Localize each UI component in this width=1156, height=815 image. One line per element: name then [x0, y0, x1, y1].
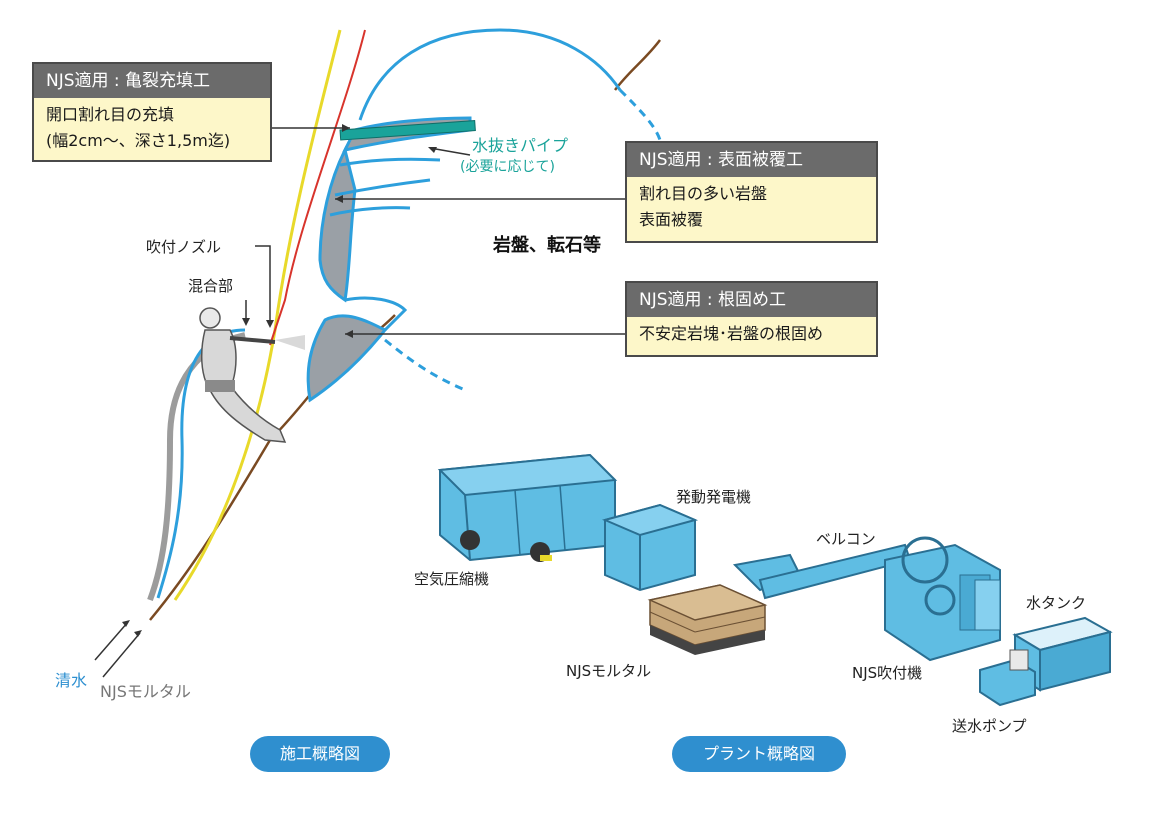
generator: [601, 503, 699, 592]
label-drain-pipe: 水抜きパイプ: [472, 136, 569, 155]
callout-crack-body: 開口割れ目の充填 (幅2cm〜、深さ1,5m迄): [34, 98, 270, 154]
label-belt-conveyor: ベルコン: [816, 530, 876, 548]
callout-root-line1: 不安定岩塊･岩盤の根固め: [639, 324, 824, 343]
spray: [275, 335, 305, 350]
crack-line-3: [329, 206, 411, 217]
callout-crack-title: NJS適用 : 亀裂充填工: [34, 64, 270, 98]
crack-line-1: [339, 157, 441, 167]
arrow-water: [94, 621, 129, 661]
crack-line-2: [334, 178, 431, 197]
callout-surface-body: 割れ目の多い岩盤 表面被覆: [627, 177, 876, 233]
callout-surface-coating: NJS適用 : 表面被覆工 割れ目の多い岩盤 表面被覆: [625, 141, 878, 243]
belt-conveyor: [732, 543, 912, 600]
rock-outline-dash-top: [618, 88, 662, 141]
rope-red: [269, 29, 366, 346]
label-sprayer: NJS吹付機: [852, 664, 923, 682]
drain-pipe: [339, 120, 476, 141]
label-water: 清水: [55, 671, 88, 690]
callout-crack-line1: 開口割れ目の充填: [46, 105, 175, 124]
label-water-pump: 送水ポンプ: [952, 717, 1027, 735]
label-nozzle: 吹付ノズル: [146, 238, 222, 256]
label-mixer: 混合部: [188, 277, 234, 295]
callout-crack-line2: (幅2cm〜、深さ1,5m迄): [46, 131, 231, 150]
leader-nozzle: [255, 245, 271, 325]
air-compressor: [437, 453, 618, 562]
worker: [199, 307, 287, 443]
label-compressor: 空気圧縮機: [414, 570, 490, 588]
label-mortar-line: NJSモルタル: [100, 682, 191, 701]
rock-lower: [344, 296, 408, 332]
callout-root-fixing: NJS適用 : 根固め工 不安定岩塊･岩盤の根固め: [625, 281, 878, 357]
label-mortar-bags: NJSモルタル: [566, 662, 652, 680]
label-generator: 発動発電機: [676, 488, 752, 506]
root-fill: [306, 314, 388, 403]
leader-drain: [429, 147, 471, 156]
water-pump: [979, 649, 1036, 707]
callout-root-body: 不安定岩塊･岩盤の根固め: [627, 317, 876, 347]
callout-surface-line1: 割れ目の多い岩盤: [639, 184, 768, 203]
callout-crack-filling: NJS適用 : 亀裂充填工 開口割れ目の充填 (幅2cm〜、深さ1,5m迄): [32, 62, 272, 162]
callout-surface-title: NJS適用 : 表面被覆工: [627, 143, 876, 177]
construction-diagram-button[interactable]: 施工概略図: [250, 736, 390, 772]
sprayer-machine: [884, 536, 1001, 662]
arrow-mortar: [102, 632, 141, 678]
plant-diagram-button[interactable]: プラント概略図: [672, 736, 846, 772]
surface-fill: [318, 145, 357, 303]
mortar-bags: [647, 584, 768, 655]
rock-dash-bottom: [384, 338, 466, 392]
slope-upper: [614, 39, 661, 91]
label-water-tank: 水タンク: [1026, 594, 1087, 612]
rock-outline: [358, 28, 622, 121]
label-rock: 岩盤、転石等: [493, 235, 601, 256]
callout-root-title: NJS適用 : 根固め工: [627, 283, 876, 317]
callout-surface-line2: 表面被覆: [639, 210, 704, 229]
label-drain-note: (必要に応じて): [460, 159, 555, 175]
